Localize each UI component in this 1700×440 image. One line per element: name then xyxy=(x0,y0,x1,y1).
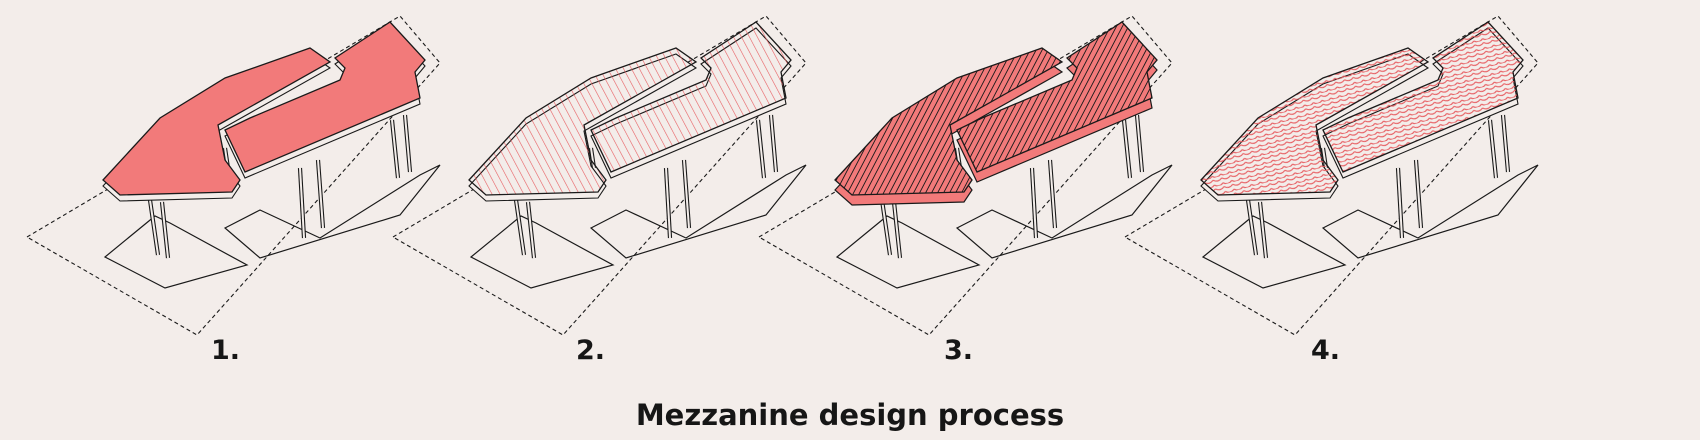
floor-footprint xyxy=(469,215,615,289)
fin xyxy=(992,22,1114,172)
fin xyxy=(1130,22,1157,172)
support-post-inner xyxy=(770,114,777,173)
fin xyxy=(835,48,896,195)
panel-2 xyxy=(391,15,807,336)
support-post-inner xyxy=(515,199,525,256)
fin xyxy=(1142,22,1157,172)
deck-fins-top xyxy=(956,21,1158,173)
support-post-inner xyxy=(1397,167,1403,239)
support-post-inner xyxy=(757,119,765,179)
support-post-inner xyxy=(1049,159,1056,229)
floor-footprint xyxy=(955,164,1173,259)
floor-footprint xyxy=(1201,215,1347,289)
step-label-2: 2. xyxy=(576,335,606,366)
support-post-inner xyxy=(404,114,411,173)
step-label-4: 4. xyxy=(1311,335,1341,366)
fin xyxy=(1010,22,1132,172)
floor-footprint xyxy=(589,164,807,259)
floor-footprint xyxy=(103,215,249,289)
floor-footprint xyxy=(223,164,441,259)
fin xyxy=(986,22,1108,172)
support-post-inner xyxy=(1123,119,1131,179)
deck-surface xyxy=(1322,21,1524,173)
support-post-inner xyxy=(1259,201,1267,259)
support-post-inner xyxy=(391,119,399,179)
panel-1 xyxy=(25,15,441,336)
deck-surface xyxy=(590,21,792,173)
floor-footprint xyxy=(835,215,981,289)
support-post-inner xyxy=(1031,167,1037,239)
support-post-inner xyxy=(1247,199,1257,256)
support-post-inner xyxy=(161,201,169,259)
fin xyxy=(1004,22,1126,172)
fin xyxy=(1016,22,1138,172)
support-post-inner xyxy=(893,201,901,259)
support-post-inner xyxy=(881,199,891,256)
deck-surface xyxy=(102,47,332,196)
fin xyxy=(1136,22,1157,172)
support-post-inner xyxy=(527,201,535,259)
support-post-inner xyxy=(317,159,324,229)
support-post-inner xyxy=(299,167,305,239)
panel-4 xyxy=(1123,15,1539,336)
support-post-inner xyxy=(1502,114,1509,173)
step-label-3: 3. xyxy=(944,335,974,366)
support-post-inner xyxy=(1136,114,1143,173)
fin xyxy=(998,22,1120,172)
diagram-caption: Mezzanine design process xyxy=(635,398,1065,432)
fin xyxy=(1022,22,1144,172)
support-post-inner xyxy=(1489,119,1497,179)
deck-fins-top xyxy=(834,47,1064,196)
support-post-inner xyxy=(665,167,671,239)
support-post-inner xyxy=(683,159,690,229)
support-post-inner xyxy=(149,199,159,256)
deck-surface xyxy=(224,21,426,173)
support-post-inner xyxy=(1415,159,1422,229)
step-label-1: 1. xyxy=(211,335,241,366)
deck-surface xyxy=(1200,47,1430,196)
deck-surface xyxy=(468,47,698,196)
floor-footprint xyxy=(1321,164,1539,259)
